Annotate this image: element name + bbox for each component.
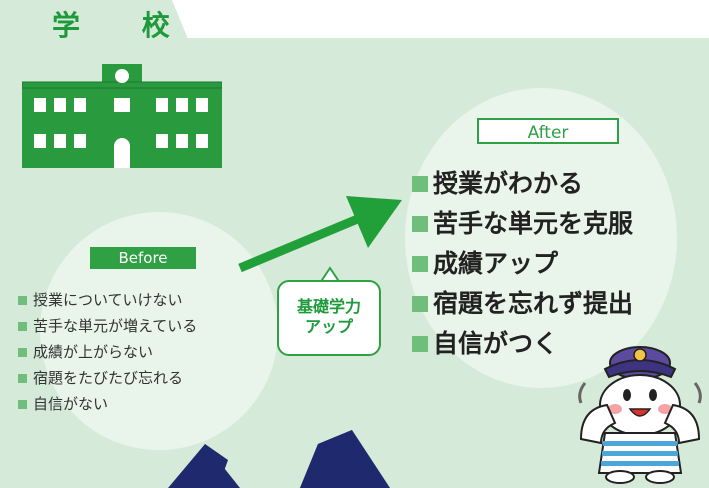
list-item: 自信がつく [412, 324, 633, 364]
list-item: 宿題を忘れず提出 [412, 284, 633, 324]
skill-up-bubble: 基礎学力 アップ [277, 280, 381, 356]
bullet-square-icon [412, 176, 428, 192]
bullet-square-icon [18, 399, 27, 409]
bullet-square-icon [412, 336, 428, 352]
list-item: 苦手な単元を克服 [412, 204, 633, 244]
bullet-square-icon [18, 347, 27, 357]
bullet-square-icon [18, 373, 27, 383]
before-label: Before [90, 247, 196, 269]
bullet-square-icon [412, 296, 428, 312]
mascot-character-icon [578, 346, 702, 484]
list-item: 授業がわかる [412, 164, 633, 204]
bullet-square-icon [18, 295, 27, 305]
header-tab [0, 0, 190, 44]
list-item: 自信がない [18, 391, 197, 417]
list-item: 苦手な単元が増えている [18, 313, 197, 339]
list-item: 宿題をたびたび忘れる [18, 365, 197, 391]
bullet-square-icon [18, 321, 27, 331]
after-list: 授業がわかる 苦手な単元を克服 成績アップ 宿題を忘れず提出 自信がつく [412, 164, 633, 364]
after-label: After [477, 118, 619, 144]
page-title: 学 校 [52, 9, 196, 42]
bullet-square-icon [412, 216, 428, 232]
list-item: 成績アップ [412, 244, 633, 284]
school-building-icon [22, 64, 222, 168]
before-list: 授業についていけない 苦手な単元が増えている 成績が上がらない 宿題をたびたび忘… [18, 287, 197, 417]
list-item: 成績が上がらない [18, 339, 197, 365]
bullet-square-icon [412, 256, 428, 272]
list-item: 授業についていけない [18, 287, 197, 313]
